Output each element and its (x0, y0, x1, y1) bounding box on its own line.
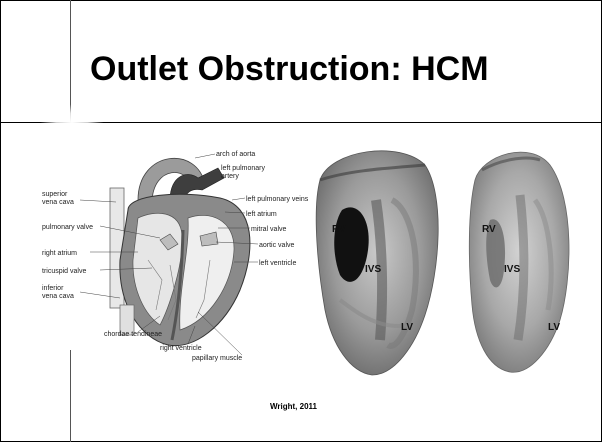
light-flare (40, 104, 104, 140)
label-chordae-tendineae: chordae tendineae (104, 331, 162, 338)
label-left-pulmonary-artery-2: artery (221, 173, 239, 180)
label-superior-vena-cava: superior vena cava (42, 191, 74, 206)
label-left-atrium: left atrium (246, 211, 277, 218)
credit-caption: Wright, 2011 (270, 402, 317, 411)
label-ivs-right: IVS (504, 264, 520, 275)
label-rv-right: RV (482, 224, 496, 235)
label-left-pulmonary-artery-1: left pulmonary (221, 165, 265, 172)
label-inferior-vena-cava-1: inferior (42, 285, 64, 292)
label-pulmonary-valve: pulmonary valve (42, 224, 93, 231)
heart-diagram: arch of aorta left pulmonary artery supe… (42, 151, 309, 362)
specimen-left: RV IVS LV (316, 151, 438, 375)
label-arch-of-aorta: arch of aorta (216, 151, 255, 158)
label-left-ventricle: left ventricle (259, 260, 296, 267)
label-papillary-muscle: papillary muscle (192, 355, 242, 362)
label-superior-vena-cava-1: superior (42, 191, 68, 198)
label-ivs-left: IVS (365, 264, 381, 275)
label-lv-right: LV (548, 322, 560, 333)
label-rv-left: RV (332, 224, 346, 235)
label-inferior-vena-cava-2: vena cava (42, 293, 74, 300)
label-lv-left: LV (401, 322, 413, 333)
label-aortic-valve: aortic valve (259, 242, 295, 249)
label-right-ventricle: right ventricle (160, 345, 202, 352)
label-tricuspid-valve: tricuspid valve (42, 268, 86, 275)
label-superior-vena-cava-2: vena cava (42, 199, 74, 206)
label-inferior-vena-cava: inferior vena cava (42, 285, 74, 300)
specimen-right: RV IVS LV (469, 152, 569, 372)
figure: arch of aorta left pulmonary artery supe… (20, 140, 590, 380)
label-left-pulmonary-artery: left pulmonary artery (221, 165, 267, 180)
label-right-atrium: right atrium (42, 250, 77, 257)
slide-title: Outlet Obstruction: HCM (90, 50, 590, 89)
label-mitral-valve: mitral valve (251, 226, 287, 233)
label-left-pulmonary-veins: left pulmonary veins (246, 196, 309, 203)
